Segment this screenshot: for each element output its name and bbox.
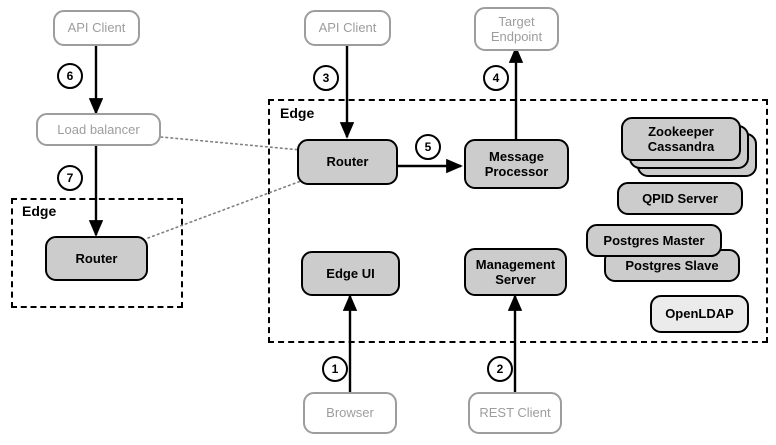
- node-edge-ui-label: Edge UI: [326, 265, 375, 281]
- node-browser[interactable]: Browser: [303, 392, 397, 434]
- stack-zookeeper-cassandra[interactable]: Zookeeper Cassandra: [621, 117, 757, 185]
- stack-postgres-master-label: Postgres Master: [603, 232, 705, 248]
- stack-qpid-server-box[interactable]: QPID Server: [617, 182, 743, 215]
- node-rest-client[interactable]: REST Client: [468, 392, 562, 434]
- node-router-left[interactable]: Router: [45, 236, 148, 281]
- stack-zookeeper-cassandra-label: Zookeeper Cassandra: [647, 123, 715, 154]
- step-badge-7-label: 7: [66, 171, 74, 185]
- node-management-server-label: Management Server: [475, 256, 556, 287]
- step-badge-2: 2: [487, 356, 513, 382]
- node-management-server[interactable]: Management Server: [464, 248, 567, 296]
- step-badge-3: 3: [313, 65, 339, 91]
- node-router-left-label: Router: [75, 250, 118, 266]
- step-badge-2-label: 2: [496, 362, 504, 376]
- node-target-endpoint[interactable]: Target Endpoint: [474, 7, 559, 51]
- step-badge-6: 6: [57, 63, 83, 89]
- node-api-client-left[interactable]: API Client: [53, 10, 140, 46]
- stack-postgres-master[interactable]: Postgres Master: [586, 224, 726, 260]
- node-edge-ui[interactable]: Edge UI: [301, 251, 400, 296]
- node-browser-label: Browser: [326, 405, 374, 421]
- region-edge-right-label: Edge: [280, 105, 315, 121]
- node-rest-client-label: REST Client: [479, 405, 551, 421]
- stack-postgres-slave-label: Postgres Slave: [625, 257, 719, 273]
- node-load-balancer[interactable]: Load balancer: [36, 113, 161, 146]
- node-router-edge[interactable]: Router: [297, 139, 398, 185]
- node-openldap-label: OpenLDAP: [665, 306, 734, 322]
- stack-qpid-server[interactable]: QPID Server: [617, 182, 747, 216]
- step-badge-6-label: 6: [66, 69, 74, 83]
- step-badge-1: 1: [322, 356, 348, 382]
- node-target-endpoint-label: Target Endpoint: [490, 13, 543, 44]
- stack-qpid-server-label: QPID Server: [642, 190, 718, 206]
- step-badge-7: 7: [57, 165, 83, 191]
- stack-postgres-master-box[interactable]: Postgres Master: [586, 224, 722, 257]
- node-router-edge-label: Router: [326, 154, 369, 170]
- step-badge-5: 5: [415, 134, 441, 160]
- step-badge-3-label: 3: [322, 71, 330, 85]
- node-openldap[interactable]: OpenLDAP: [650, 295, 749, 333]
- node-load-balancer-label: Load balancer: [57, 121, 140, 137]
- node-api-client-center[interactable]: API Client: [304, 10, 391, 46]
- region-edge-left-label: Edge: [22, 203, 57, 219]
- node-api-client-center-label: API Client: [318, 20, 377, 36]
- step-badge-5-label: 5: [424, 140, 432, 154]
- step-badge-4: 4: [483, 65, 509, 91]
- step-badge-4-label: 4: [492, 71, 500, 85]
- node-api-client-left-label: API Client: [67, 20, 126, 36]
- stack-layer-front[interactable]: Zookeeper Cassandra: [621, 117, 741, 161]
- node-message-processor-label: Message Processor: [484, 148, 549, 179]
- step-badge-1-label: 1: [331, 362, 339, 376]
- node-message-processor[interactable]: Message Processor: [464, 139, 569, 189]
